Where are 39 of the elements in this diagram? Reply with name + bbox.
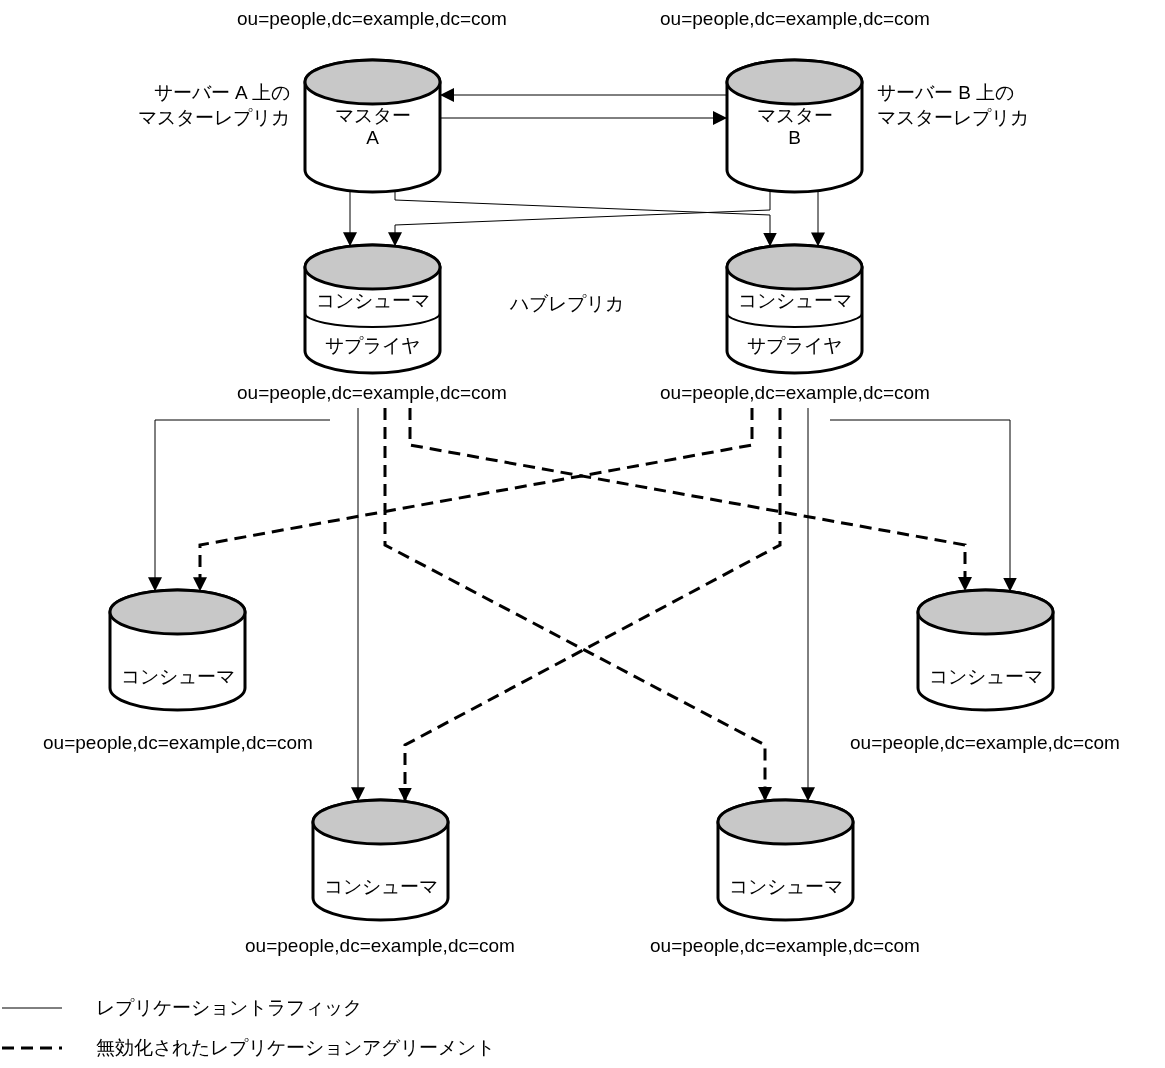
cylinder-label: サプライヤ (746, 335, 843, 357)
database-cylinder (918, 590, 1053, 710)
database-cylinder (313, 800, 448, 920)
cylinder-label: コンシューマ (727, 876, 844, 898)
cylinder-label: コンシューマ (322, 876, 439, 898)
cylinder-label: コンシューマ (119, 666, 236, 688)
database-cylinder (727, 60, 862, 192)
cylinder-label: コンシューマ (314, 290, 431, 312)
connector-arrow (829, 419, 1017, 592)
connector-arrow (193, 408, 754, 592)
cylinder-label: マスター B (755, 105, 834, 149)
dn-label: ou=people,dc=example,dc=com (43, 731, 313, 755)
dn-label: ou=people,dc=example,dc=com (650, 934, 920, 958)
database-cylinder (305, 245, 440, 373)
database-cylinder (718, 800, 853, 920)
legend-label: 無効化されたレプリケーションアグリーメント (96, 1036, 495, 1060)
connector-arrow (148, 419, 331, 592)
database-cylinder (305, 60, 440, 192)
server-label: サーバー A 上のマスターレプリカ (137, 81, 290, 130)
cylinder-label: サプライヤ (324, 335, 421, 357)
cylinder-label: マスター A (333, 105, 412, 149)
server-label: サーバー B 上のマスターレプリカ (877, 81, 1030, 130)
dn-label: ou=people,dc=example,dc=com (237, 381, 507, 405)
dn-label: ou=people,dc=example,dc=com (660, 381, 930, 405)
dn-label: ou=people,dc=example,dc=com (245, 934, 515, 958)
dn-label: ou=people,dc=example,dc=com (850, 731, 1120, 755)
connector-arrow (811, 190, 825, 247)
connector-arrow (343, 190, 357, 247)
cylinder-label: コンシューマ (927, 666, 1044, 688)
connector-arrow (351, 407, 365, 802)
database-cylinder (110, 590, 245, 710)
cylinder-label: コンシューマ (736, 290, 853, 312)
connector-arrow (408, 408, 972, 592)
dn-label: ou=people,dc=example,dc=com (660, 7, 930, 31)
connector-arrow (801, 407, 815, 802)
legend-label: レプリケーショントラフィック (96, 996, 362, 1020)
group-label: ハブレプリカ (510, 292, 624, 316)
database-cylinder (727, 245, 862, 373)
dn-label: ou=people,dc=example,dc=com (237, 7, 507, 31)
